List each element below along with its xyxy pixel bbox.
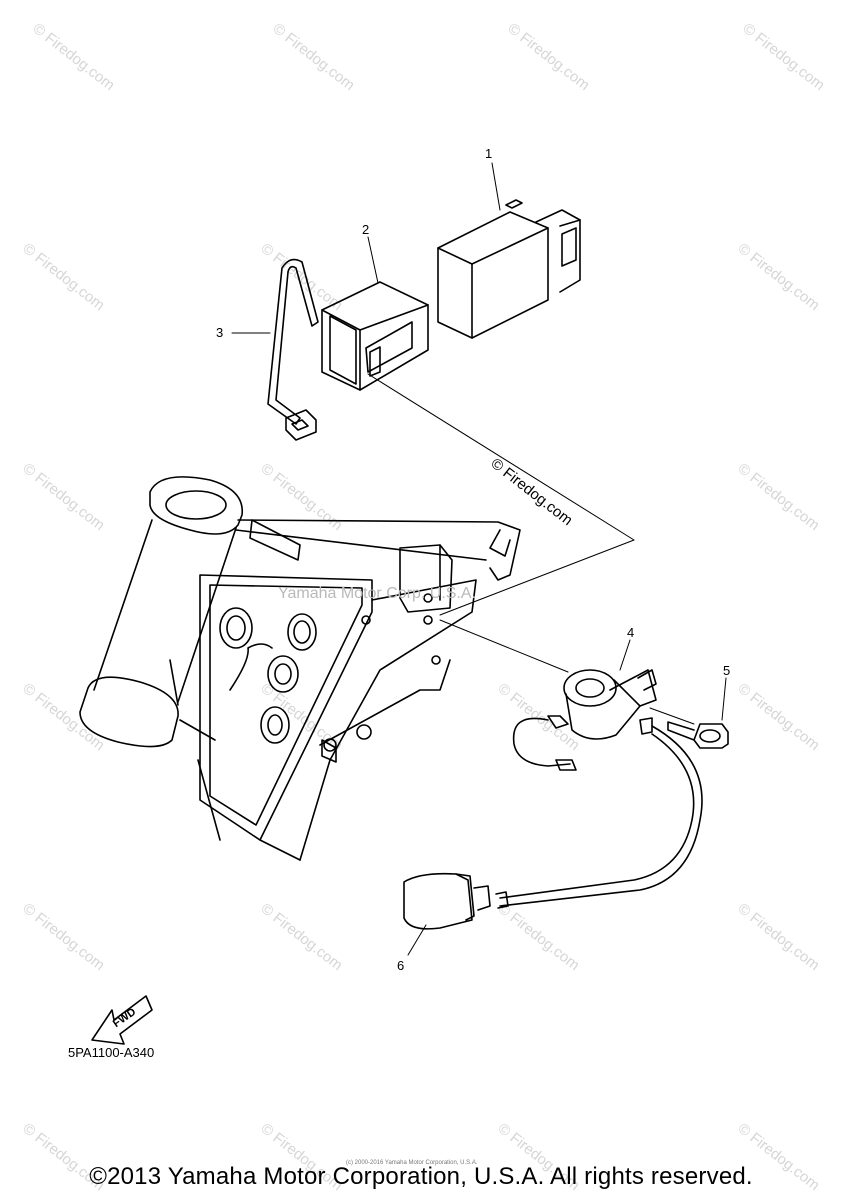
diagram-code: 5PA1100-A340	[68, 1045, 155, 1060]
callout-1: 1	[485, 146, 493, 161]
bolt-part-5	[667, 721, 729, 749]
callout-6: 6	[397, 958, 405, 973]
callout-2: 2	[362, 222, 370, 237]
leader-lines	[231, 162, 727, 956]
callout-4: 4	[627, 625, 635, 640]
yamaha-watermark: Yamaha Motor Corp. U.S.A.	[278, 585, 476, 602]
spark-plug-cap-part-6	[403, 872, 509, 930]
coil-leader	[439, 619, 569, 673]
mount-leader	[367, 373, 635, 616]
band-part-3	[267, 258, 319, 441]
rubber-cover-part-2	[321, 281, 429, 391]
ignition-coil-part-4	[499, 669, 703, 907]
bolt-leader	[649, 707, 695, 725]
frame-assembly	[79, 476, 521, 861]
callout-3: 3	[216, 325, 224, 340]
tiny-copyright: (c) 2000-2016 Yamaha Motor Corporation, …	[346, 1160, 478, 1166]
callout-5: 5	[723, 663, 731, 678]
fwd-arrow-icon	[91, 995, 153, 1045]
copyright-notice: ©2013 Yamaha Motor Corporation, U.S.A. A…	[89, 1163, 753, 1190]
cdi-unit-part-1	[437, 199, 581, 339]
